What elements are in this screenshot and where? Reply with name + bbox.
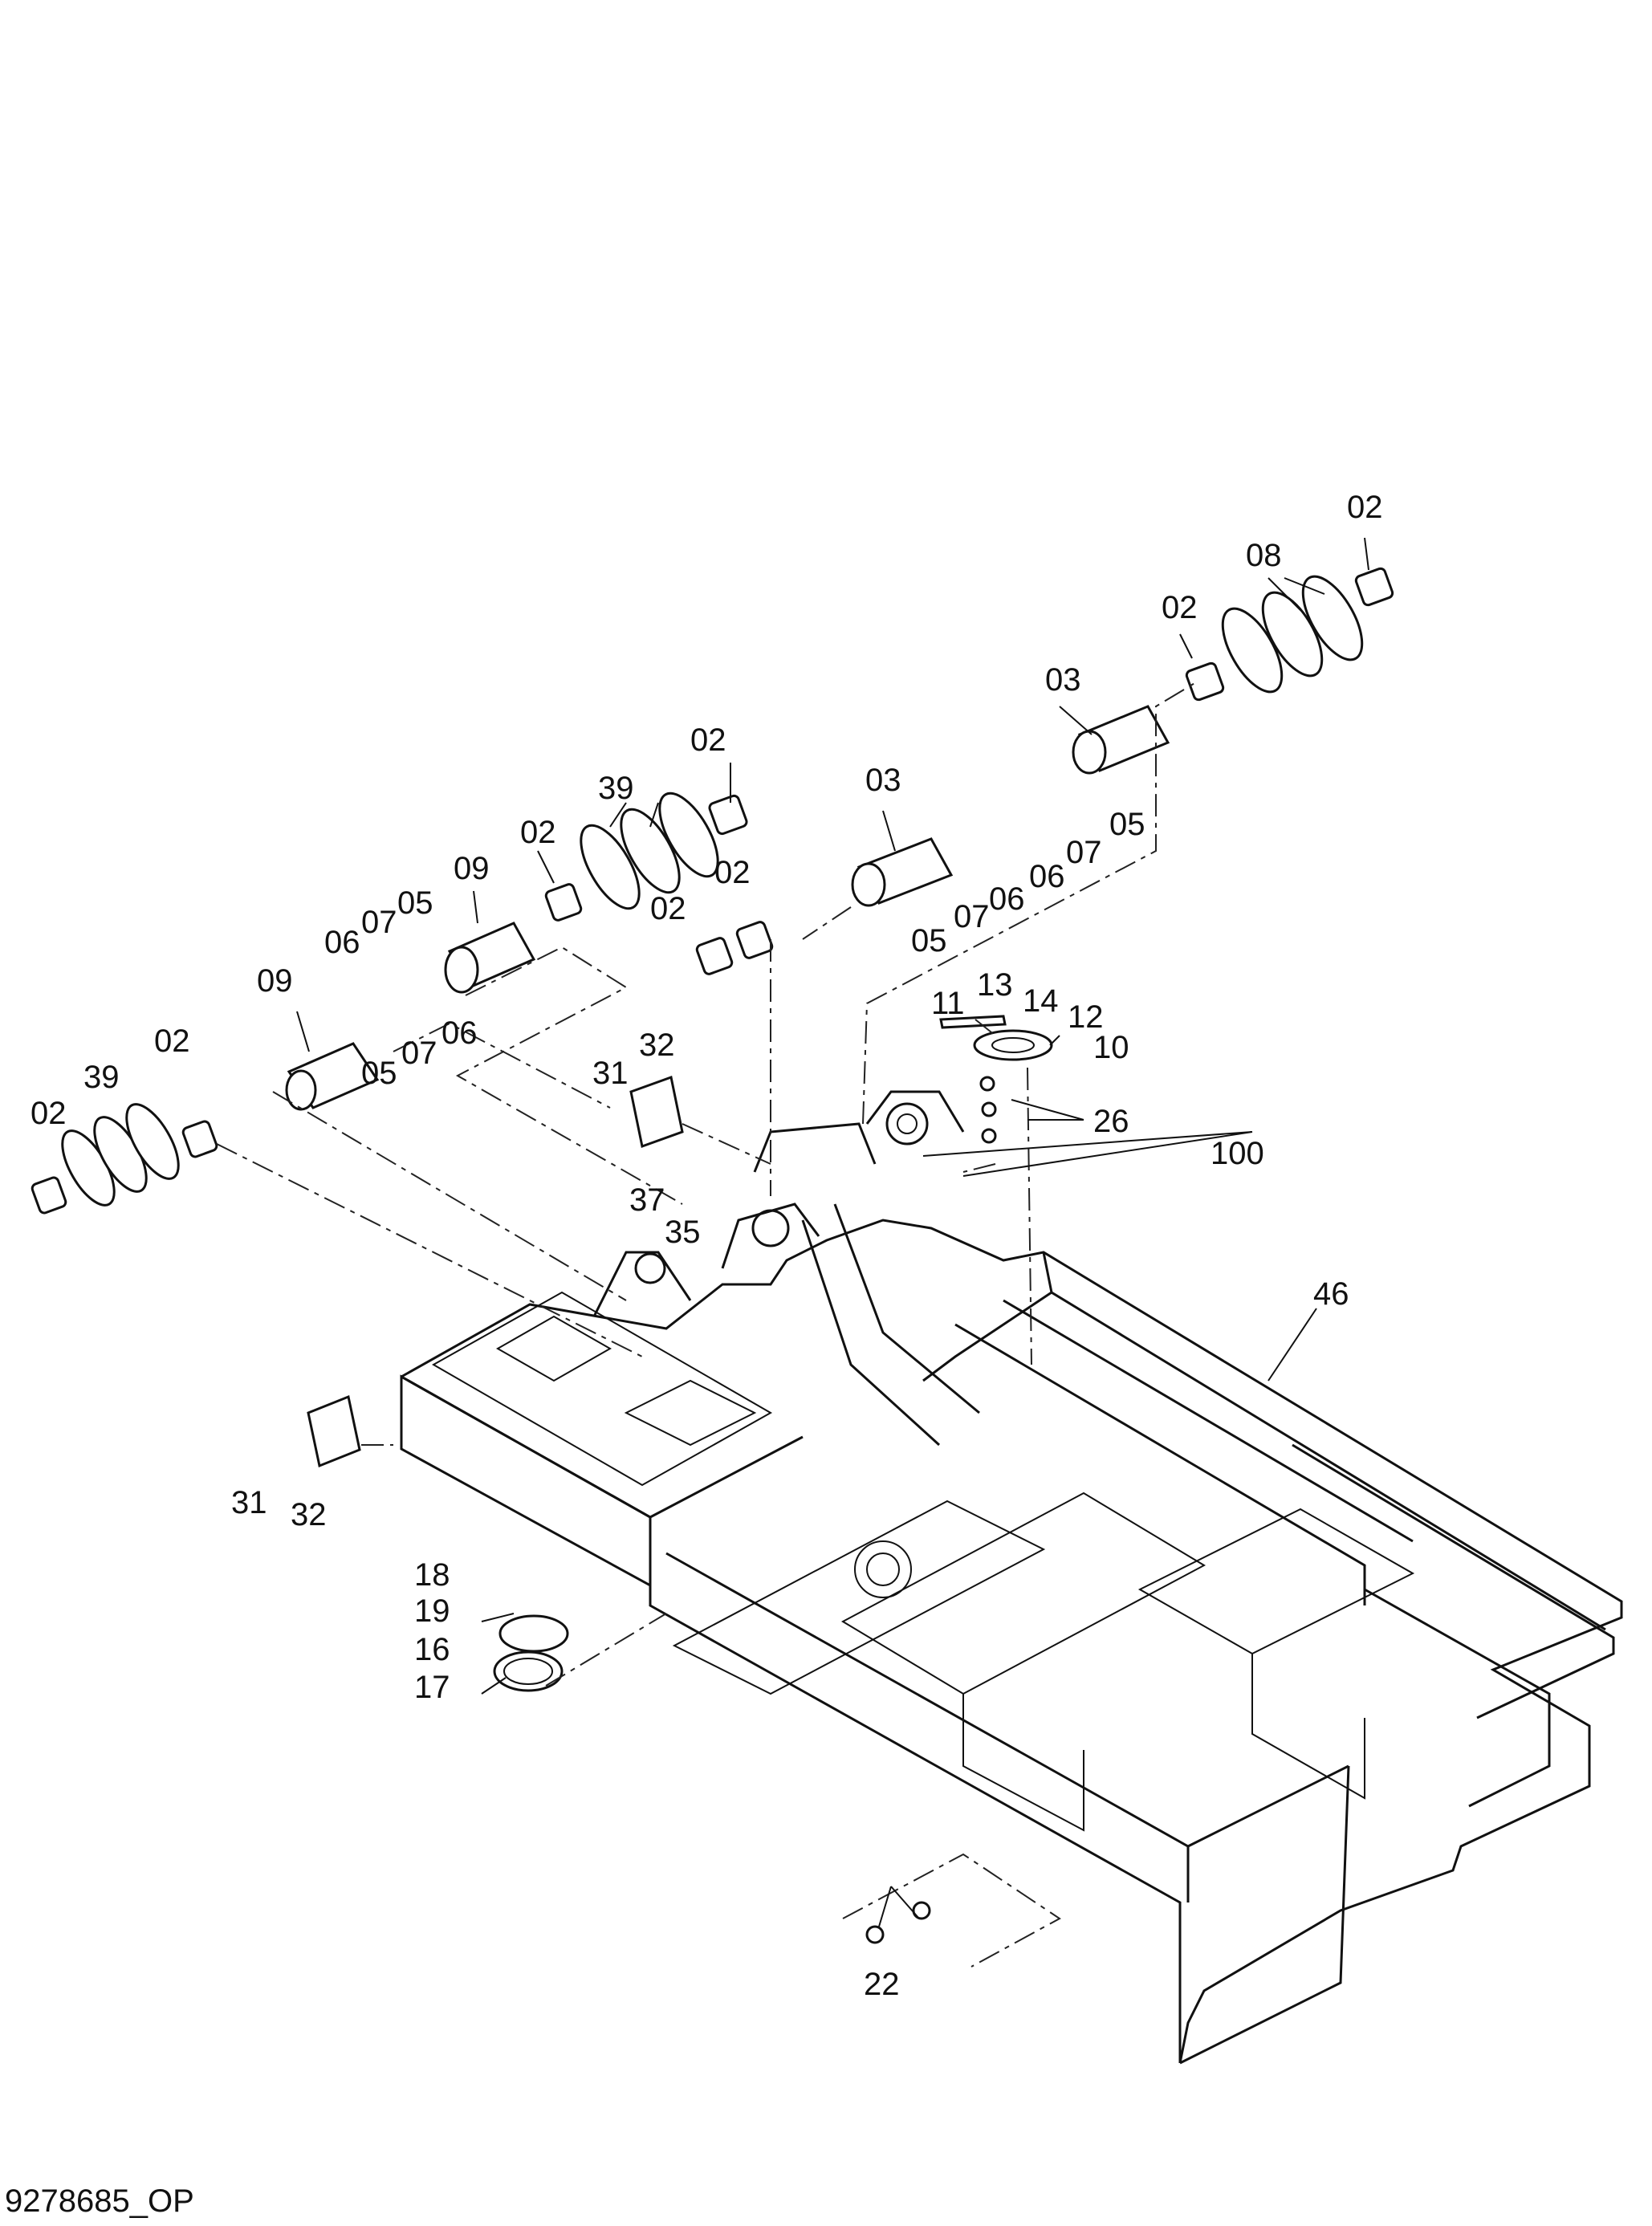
- callout-02: 02: [690, 722, 726, 758]
- callout-22: 22: [864, 1967, 900, 2002]
- callout-03: 03: [865, 763, 901, 798]
- callout-05: 05: [1109, 807, 1145, 842]
- callout-08: 08: [1246, 538, 1282, 573]
- rod-part: [939, 1015, 1007, 1029]
- callout-09: 09: [454, 851, 490, 886]
- cover-part: [498, 1614, 569, 1653]
- callout-17: 17: [414, 1670, 450, 1705]
- callout-02: 02: [520, 815, 556, 850]
- exploded-parts: [31, 567, 1394, 1944]
- callout-100: 100: [1211, 1136, 1264, 1171]
- callout-02: 02: [1347, 490, 1383, 525]
- callout-06: 06: [989, 881, 1025, 917]
- callout-31: 31: [231, 1485, 267, 1520]
- pin-end: [851, 862, 886, 907]
- callout-35: 35: [665, 1215, 701, 1250]
- callout-07: 07: [401, 1036, 437, 1071]
- shim-part: [1221, 607, 1284, 694]
- callout-09: 09: [257, 963, 293, 999]
- step-plate-part: [307, 1394, 361, 1468]
- callout-06: 06: [441, 1015, 478, 1051]
- callout-02: 02: [1162, 590, 1198, 625]
- callout-16: 16: [414, 1632, 450, 1667]
- callout-37: 37: [629, 1182, 665, 1218]
- callout-39: 39: [83, 1060, 120, 1095]
- callout-02: 02: [650, 891, 686, 926]
- grease-plate-part: [973, 1029, 1053, 1061]
- shim-part: [1301, 575, 1364, 661]
- callout-06: 06: [1029, 859, 1065, 894]
- callout-10: 10: [1093, 1030, 1129, 1065]
- callout-13: 13: [977, 967, 1013, 1003]
- bushing-part: [695, 937, 734, 975]
- callout-07: 07: [1066, 835, 1102, 870]
- pin-end: [444, 946, 479, 994]
- callout-07: 07: [361, 905, 397, 940]
- callout-31: 31: [592, 1056, 629, 1091]
- callout-02: 02: [31, 1096, 67, 1131]
- callout-labels: 02 08 02 03 05 07 06 03 06 07 05 02 39 0…: [31, 490, 1383, 2002]
- callout-32: 32: [639, 1028, 675, 1063]
- bushing-part: [1185, 661, 1225, 702]
- callout-11: 11: [931, 986, 965, 1021]
- callout-02: 02: [154, 1023, 190, 1059]
- bushing-part: [735, 921, 774, 959]
- reference-lines: [216, 682, 1197, 1968]
- callout-05: 05: [397, 885, 433, 921]
- bushing-part: [181, 1120, 218, 1158]
- callout-02: 02: [714, 855, 751, 890]
- step-plate-part: [629, 1076, 684, 1148]
- leader-lines: [296, 537, 1369, 1927]
- drawing-code-label: 9278685_OP: [5, 2183, 194, 2219]
- callout-14: 14: [1023, 983, 1059, 1019]
- bushing-part: [1354, 567, 1394, 607]
- callout-12: 12: [1068, 999, 1104, 1035]
- pin-end: [285, 1069, 317, 1111]
- shim-part: [658, 792, 719, 878]
- callout-26: 26: [1093, 1104, 1129, 1139]
- callout-32: 32: [291, 1497, 327, 1532]
- callout-39: 39: [598, 771, 634, 806]
- callout-03: 03: [1045, 662, 1081, 698]
- shim-part: [1261, 591, 1324, 678]
- bushing-part: [544, 883, 583, 922]
- callout-46: 46: [1313, 1276, 1349, 1312]
- callout-05: 05: [911, 923, 947, 958]
- shim-part: [125, 1103, 180, 1180]
- shim-part: [580, 824, 641, 910]
- callout-06: 06: [324, 925, 360, 960]
- callout-19: 19: [414, 1593, 450, 1629]
- callout-05: 05: [361, 1056, 397, 1091]
- bushing-part: [708, 794, 748, 836]
- pin-end: [1072, 730, 1107, 775]
- shim-part: [620, 808, 681, 894]
- callout-07: 07: [954, 899, 990, 934]
- callout-18: 18: [414, 1557, 450, 1593]
- main-frame: [400, 1090, 1623, 2065]
- bushing-part: [31, 1176, 67, 1215]
